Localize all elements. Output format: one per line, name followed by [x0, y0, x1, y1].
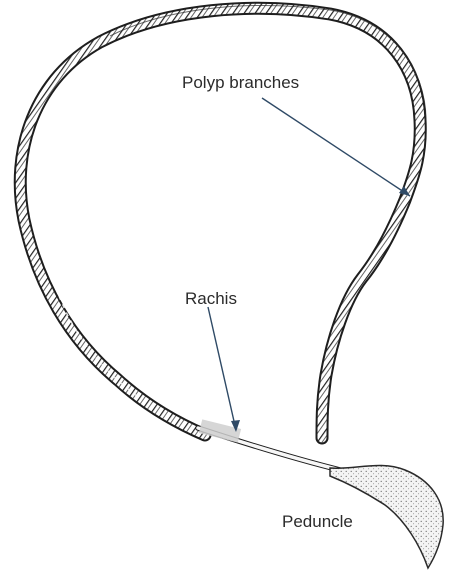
label-rachis: Rachis [185, 290, 237, 307]
label-polyp-branches: Polyp branches [182, 74, 299, 91]
pointer-rachis [208, 307, 236, 430]
label-peduncle: Peduncle [282, 513, 353, 530]
pointer-polyp-branches [262, 98, 410, 196]
